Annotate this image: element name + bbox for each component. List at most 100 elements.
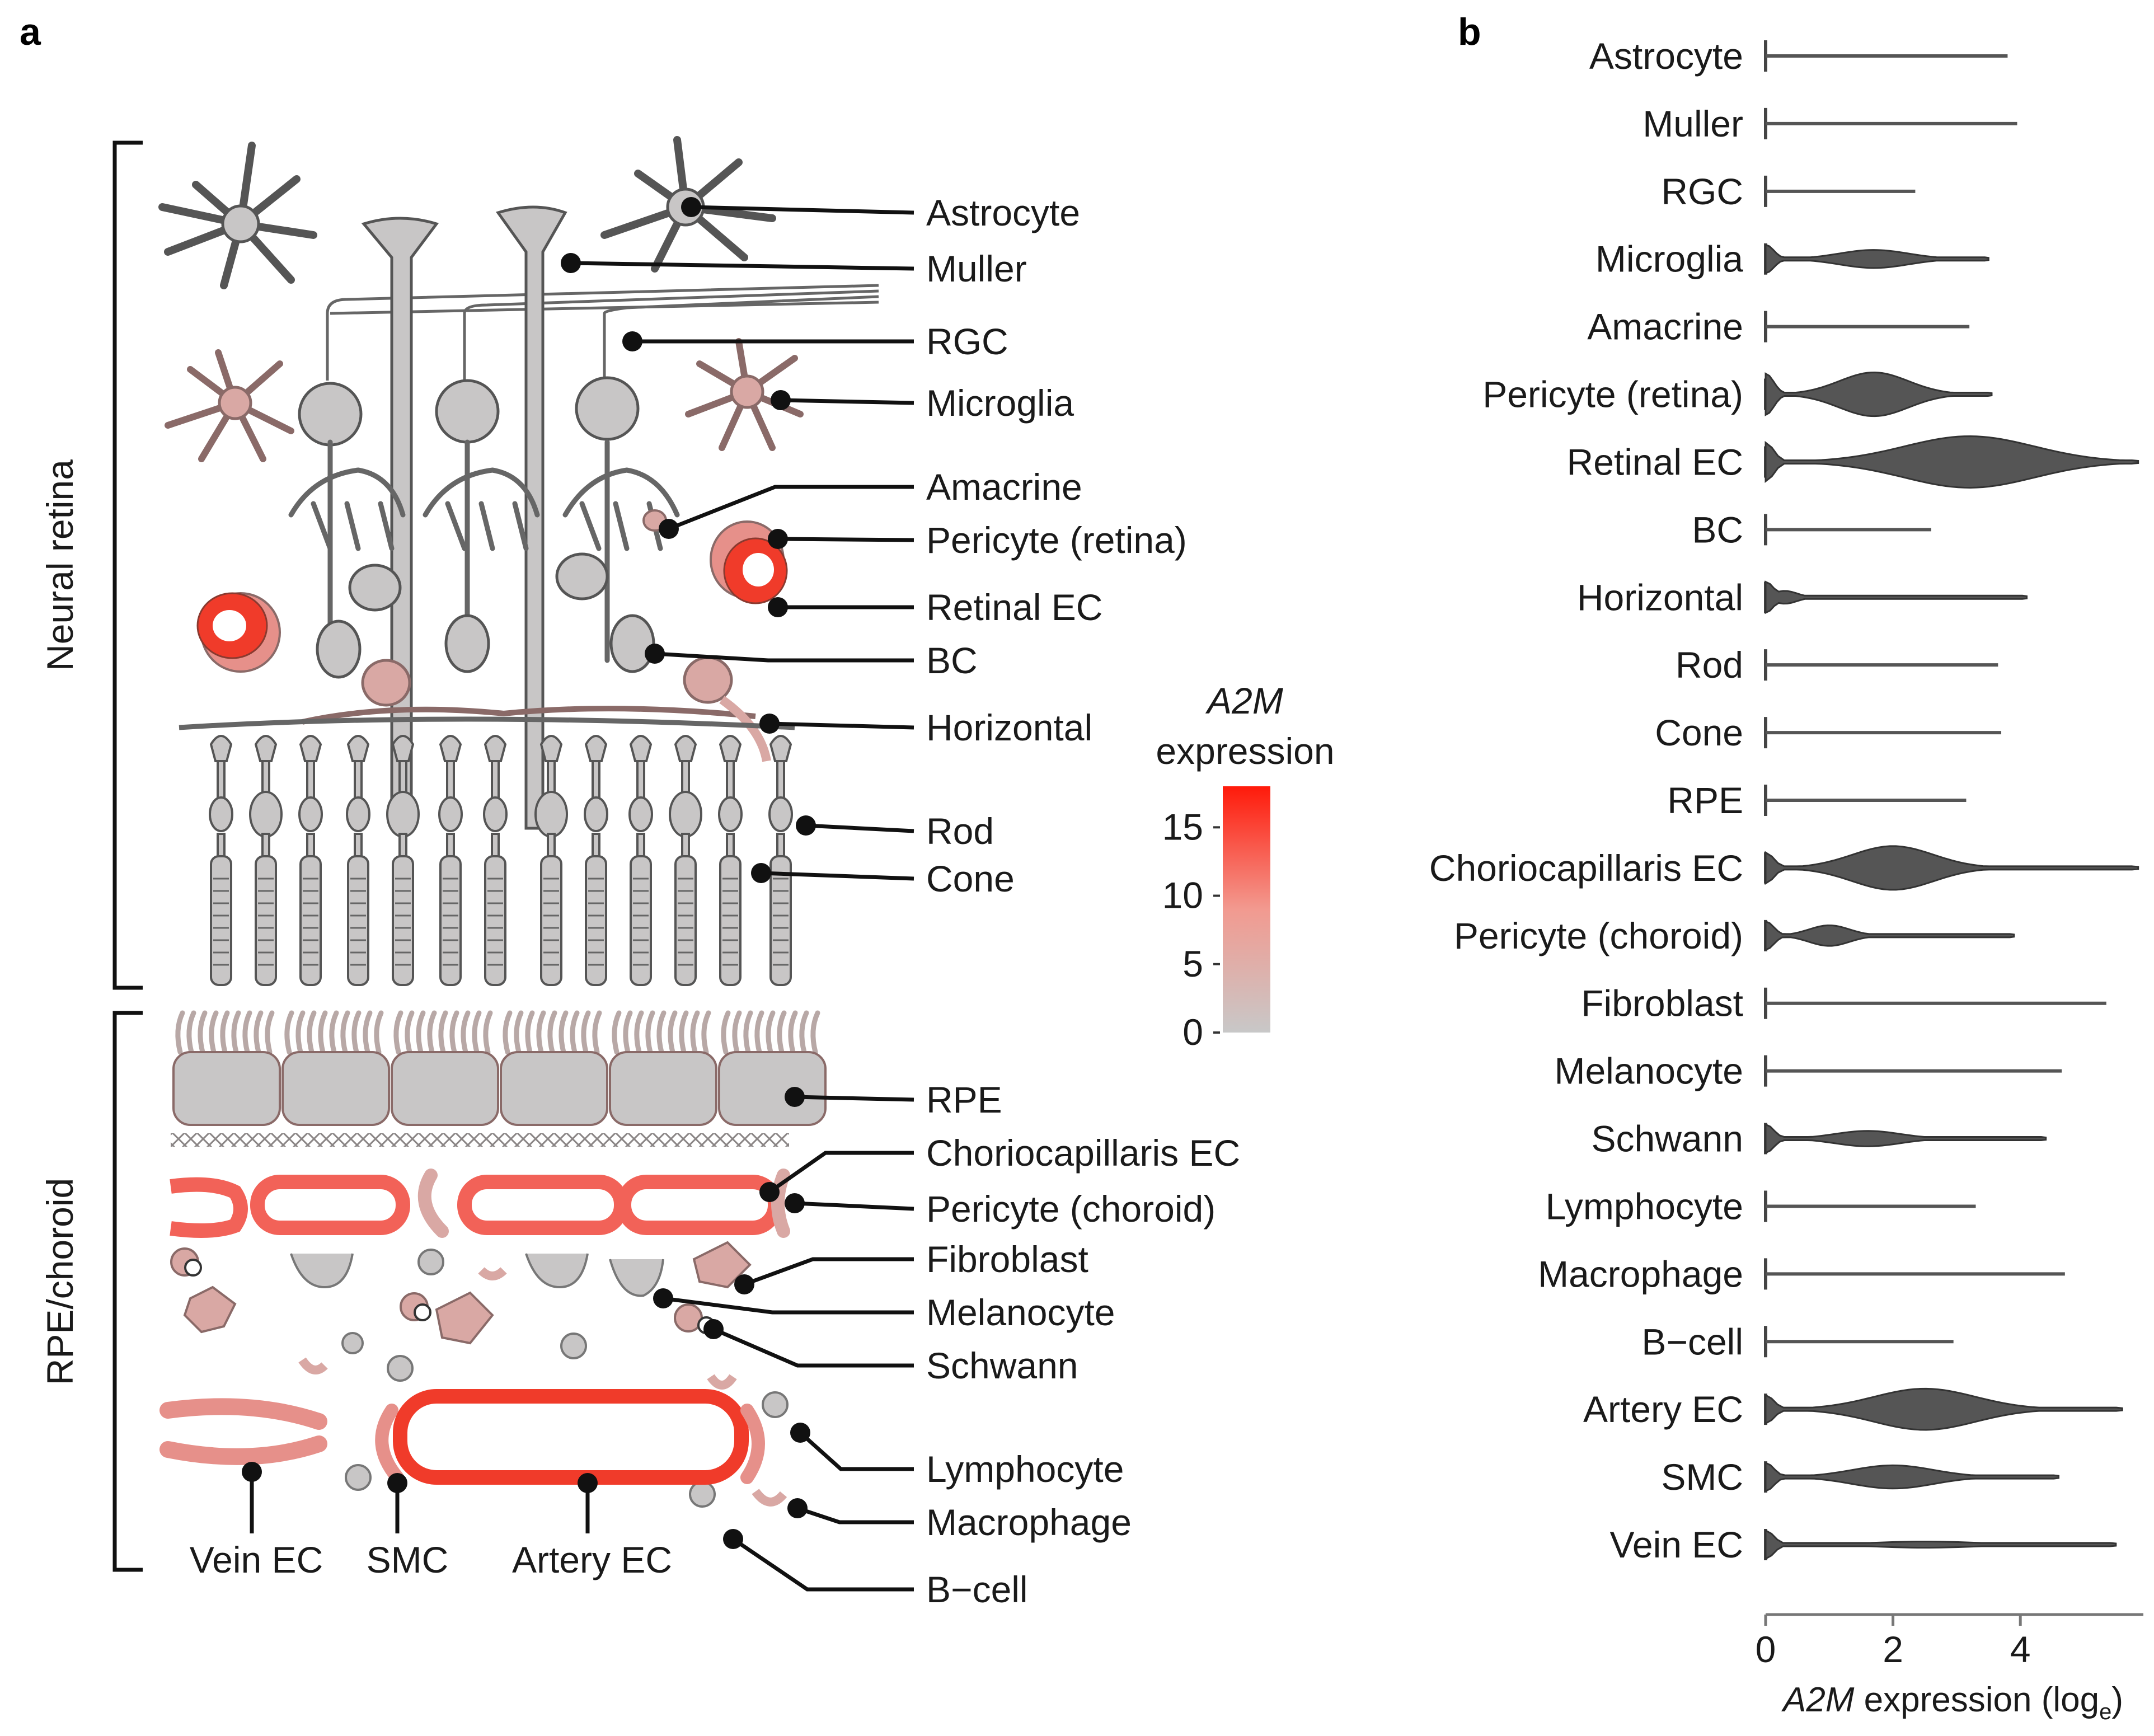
diagram-label-6: Retinal EC [926,587,1102,628]
rpe-cells [172,1051,827,1126]
rod-photoreceptor [483,735,508,986]
violin-category-17: Lymphocyte [1546,1185,1743,1227]
violin-category-2: RGC [1661,171,1743,212]
neural-retina-illustration [158,136,879,830]
diagram-label-7: BC [926,640,978,681]
bipolar-cells [316,614,655,679]
diagram-label-11: RPE [926,1079,1002,1120]
bottom-vessel-labels [242,1462,598,1533]
x-tick-1: 2 [1883,1629,1903,1670]
violin-category-0: Astrocyte [1589,35,1743,77]
diagram-label-2: RGC [926,321,1008,362]
rpe-cell [172,1051,281,1126]
violin-3 [1765,243,1989,275]
violin-category-22: Vein EC [1610,1524,1743,1565]
violin-category-16: Schwann [1591,1118,1743,1160]
rod-photoreceptor [209,735,233,986]
violin-13 [1765,920,2015,951]
stromal-cells [170,1241,789,1508]
diagram-label-4: Amacrine [926,466,1082,508]
cone-photoreceptor [249,735,283,986]
x-axis-label-close: ) [2111,1681,2123,1719]
violin-category-13: Pericyte (choroid) [1454,915,1743,956]
rpe-cell [609,1051,717,1126]
x-tick-0: 0 [1756,1629,1776,1670]
diagram-label-15: Melanocyte [926,1292,1115,1333]
rpe-cell [718,1051,827,1126]
muller-glia [361,205,567,830]
diagram-label-10: Cone [926,858,1015,899]
panel-a-label: a [20,11,41,53]
violin-category-9: Rod [1676,644,1743,686]
rod-photoreceptor [718,735,743,986]
diagram-label-8: Horizontal [926,707,1092,748]
violin-shapes [1764,40,2139,1560]
astrocyte-cell-right [600,136,776,273]
rpe-cell [391,1051,499,1126]
violin-category-21: SMC [1661,1456,1743,1498]
violin-21 [1765,1461,2059,1493]
rpe-choroid-bracket [112,1011,143,1572]
x-axis-label-gene: A2M [1781,1681,1855,1719]
violin-20 [1765,1387,2123,1431]
microglia-cell-left [165,349,294,462]
colorbar-gradient [1223,786,1270,1033]
diagram-label-13: Pericyte (choroid) [926,1188,1216,1230]
diagram-label-12: Choriocapillaris EC [926,1132,1240,1174]
violin-category-15: Melanocyte [1554,1050,1743,1092]
violin-category-3: Microglia [1595,238,1743,280]
rpe-microvilli [175,1010,820,1055]
violin-category-18: Macrophage [1538,1253,1743,1294]
diagram-label-5: Pericyte (retina) [926,519,1187,561]
rgc-axon-bundle [326,284,879,381]
violin-category-11: RPE [1667,780,1743,821]
diagram-label-19: B−cell [926,1569,1028,1610]
inner-plexiform-dendrites [288,439,680,663]
violin-category-14: Fibroblast [1581,983,1743,1024]
artery-ec-label: Artery EC [512,1539,672,1580]
retinal-vessel-left [196,592,281,673]
vein-ec-label: Vein EC [190,1539,323,1580]
violin-category-4: Amacrine [1587,306,1743,348]
violin-22 [1765,1529,2117,1560]
photoreceptor-row [209,735,793,986]
colorbar-title-gene: A2M [1205,680,1283,721]
neural-retina-bracket [112,140,143,990]
retinal-vessel-right [710,520,788,604]
diagram-label-0: Astrocyte [926,192,1080,233]
violin-8 [1765,580,2028,614]
diagram-label-3: Microglia [926,382,1074,424]
violin-category-5: Pericyte (retina) [1482,374,1743,415]
cone-photoreceptor [386,735,420,986]
x-axis-label-rest: expression (log [1854,1681,2099,1719]
violin-5 [1765,371,1993,417]
diagram-label-18: Macrophage [926,1502,1132,1543]
x-axis-label-sub: e [2099,1700,2111,1724]
violin-category-8: Horizontal [1577,576,1743,618]
colorbar-title-rest: expression [1156,730,1334,772]
violin-category-20: Artery EC [1583,1388,1743,1430]
colorbar-tick-3: 0 [1182,1011,1203,1053]
rpe-cell [281,1051,390,1126]
choriocapillaris [170,1169,790,1238]
cone-photoreceptor [669,735,702,986]
neural-retina-label: Neural retina [39,459,81,671]
diagram-label-16: Schwann [926,1345,1078,1386]
violin-category-10: Cone [1655,712,1743,753]
large-choroid-vessels [159,1389,765,1485]
violin-category-1: Muller [1643,103,1743,144]
label-leaders [561,197,914,1592]
rgc-somas [298,376,640,447]
diagram-label-1: Muller [926,248,1027,289]
rpe-layer [172,1010,827,1126]
rpe-cell [500,1051,608,1126]
rod-photoreceptor [438,735,463,986]
colorbar-tick-1: 10 [1162,875,1203,916]
violin-category-12: Choriocapillaris EC [1429,847,1743,889]
rpe-choroid-label: RPE/choroid [39,1178,81,1386]
